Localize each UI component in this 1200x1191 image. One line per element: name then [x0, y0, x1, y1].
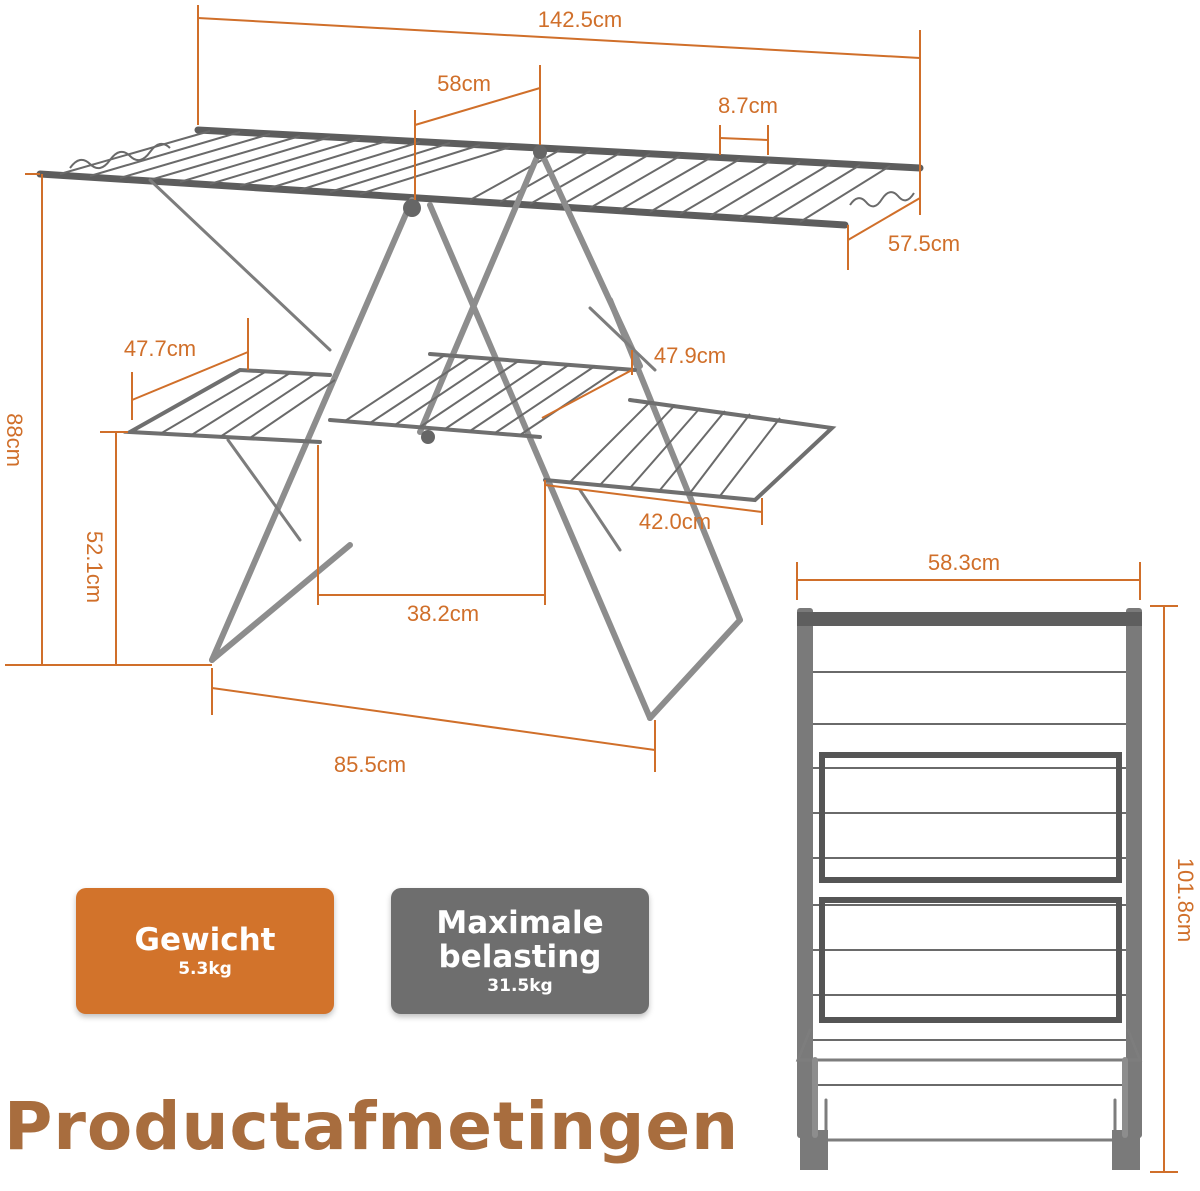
label-folded-width: 58.3cm — [928, 550, 1000, 575]
max-load-value: 31.5kg — [487, 976, 553, 996]
label-shelf-height: 52.1cm — [82, 531, 107, 603]
page-title: Productafmetingen — [4, 1088, 740, 1165]
label-top-depth: 57.5cm — [888, 231, 960, 256]
label-lower-wing-extension: 42.0cm — [639, 509, 711, 534]
weight-title: Gewicht — [134, 922, 276, 958]
unfolded-rack-illustration — [36, 126, 924, 721]
label-height: 88cm — [2, 413, 27, 467]
label-lower-wing-left: 47.7cm — [124, 336, 196, 361]
max-load-title-line2: belasting — [438, 939, 602, 975]
folded-rack-illustration — [795, 608, 1143, 1170]
label-inner-base: 38.2cm — [407, 601, 479, 626]
weight-value: 5.3kg — [178, 959, 232, 979]
label-lower-wing-right: 47.9cm — [654, 343, 726, 368]
label-total-length: 142.5cm — [538, 7, 622, 32]
max-load-title-line1: Maximale — [436, 905, 604, 941]
label-folded-height: 101.8cm — [1173, 858, 1198, 942]
label-base-length: 85.5cm — [334, 752, 406, 777]
label-rail-spacing: 8.7cm — [718, 93, 778, 118]
label-center-width: 58cm — [437, 71, 491, 96]
dimension-lines — [5, 5, 921, 772]
weight-badge: Gewicht 5.3kg — [76, 888, 334, 1014]
folded-dimension-lines — [796, 562, 1178, 1173]
max-load-badge: Maximale belasting 31.5kg — [391, 888, 649, 1014]
